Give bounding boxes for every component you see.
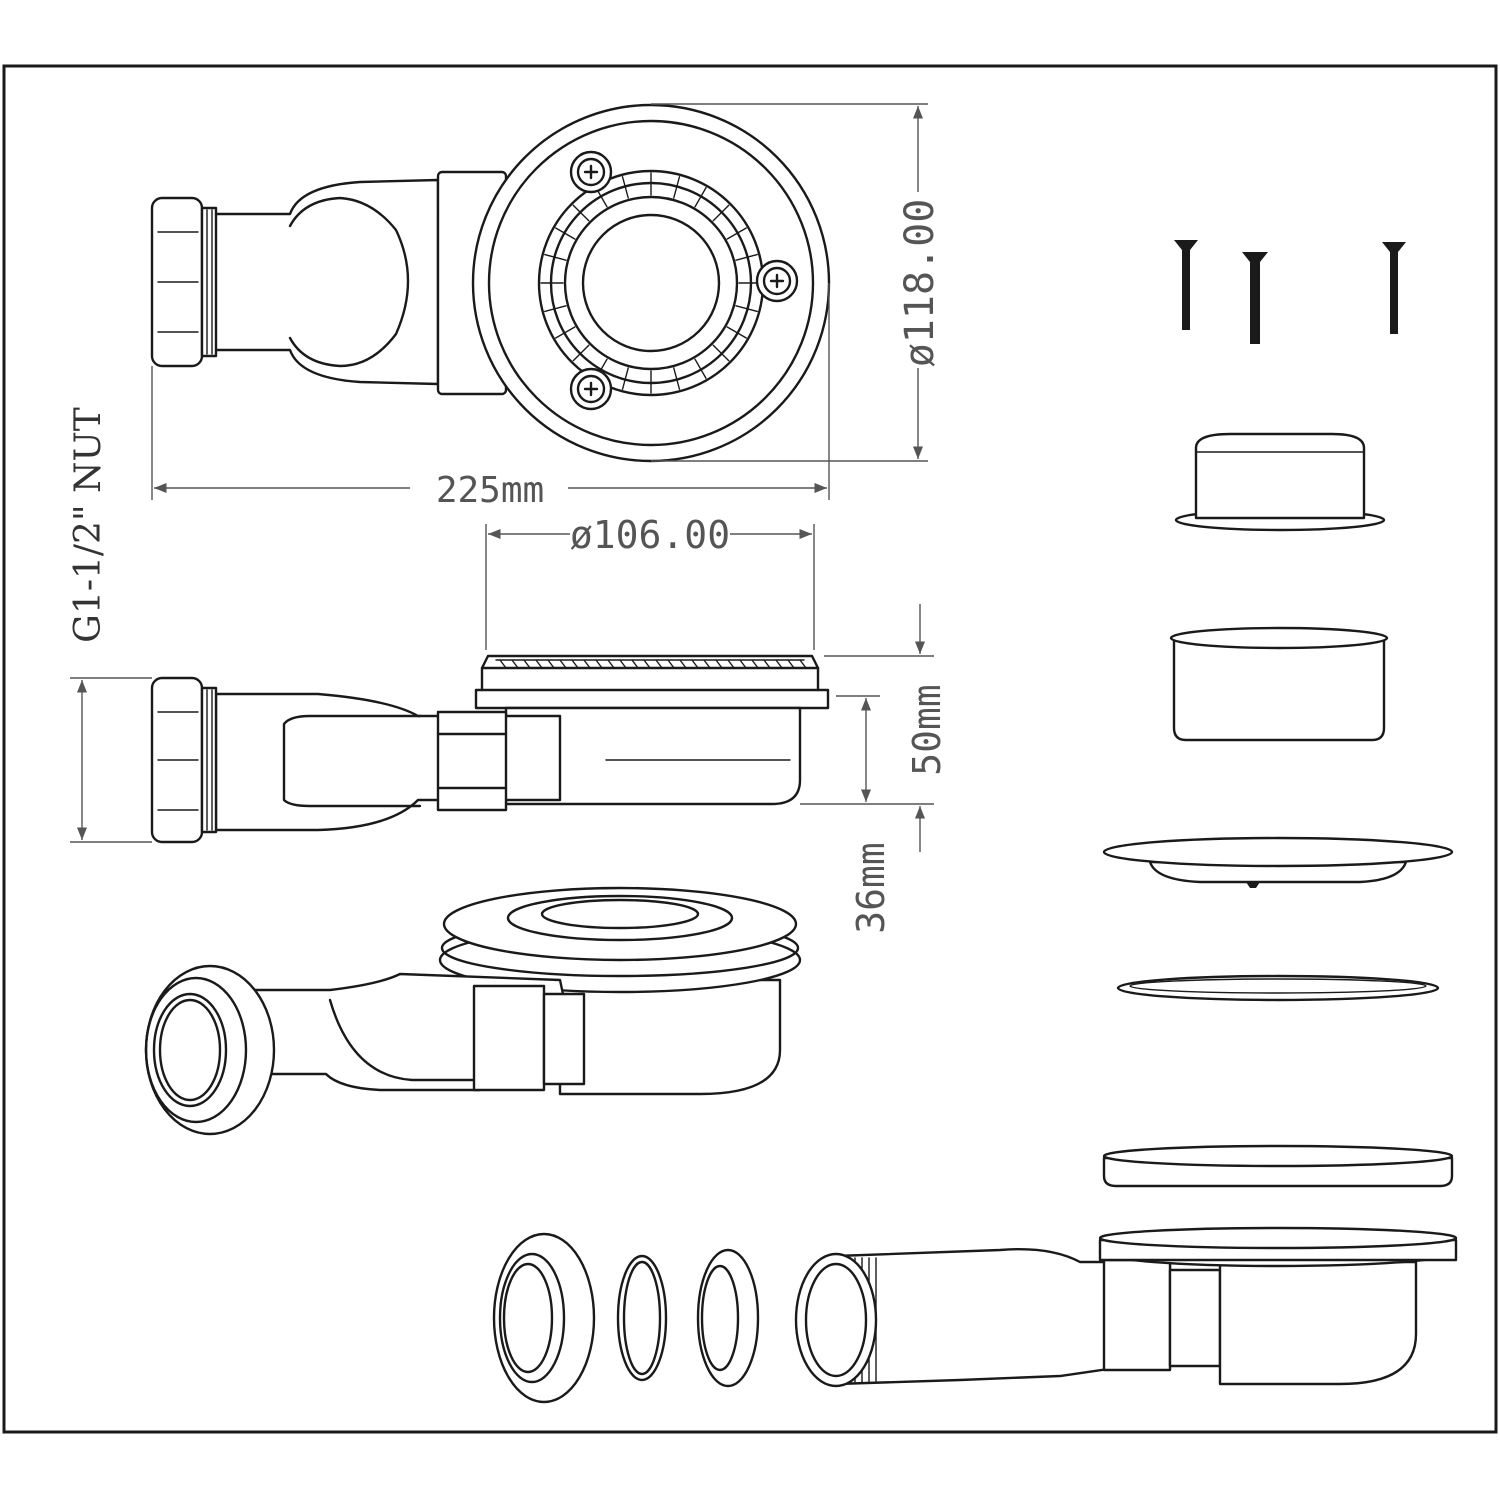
dimension-nut-spec: G1-1/2" NUT [68,407,152,843]
exploded-assembly [492,1226,1458,1404]
screw-head-icon [569,367,613,411]
dimension-label: 50mm [905,684,949,776]
side-view [150,654,830,844]
dimension-top-diameter: ø118.00 [651,103,943,462]
drawing-frame [2,64,1498,1434]
top-view [150,103,831,463]
cup-part [1169,626,1389,742]
dimension-label: G1-1/2" NUT [68,407,109,643]
dimension-outlet-height: 36mm [836,695,893,934]
gasket-ring-part [1116,974,1440,1002]
dimension-label: ø106.00 [570,513,730,557]
grate-cover-part [1102,836,1454,888]
dimension-overall-length: 225mm [151,283,830,511]
dimension-label: ø118.00 [897,199,943,368]
seal-ring-part [1102,1144,1454,1188]
screw-part [1174,240,1198,330]
screw-part [1242,252,1268,344]
screw-head-icon [569,150,613,194]
dimension-height: 50mm [800,604,949,852]
dome-cap-part [1174,432,1386,532]
screw-part [1382,242,1406,334]
dimension-label: 36mm [849,842,893,934]
screw-head-icon [755,259,799,303]
dimension-label: 225mm [436,470,544,511]
perspective-view [144,886,802,1136]
dimension-grate-diameter: ø106.00 [485,513,815,650]
